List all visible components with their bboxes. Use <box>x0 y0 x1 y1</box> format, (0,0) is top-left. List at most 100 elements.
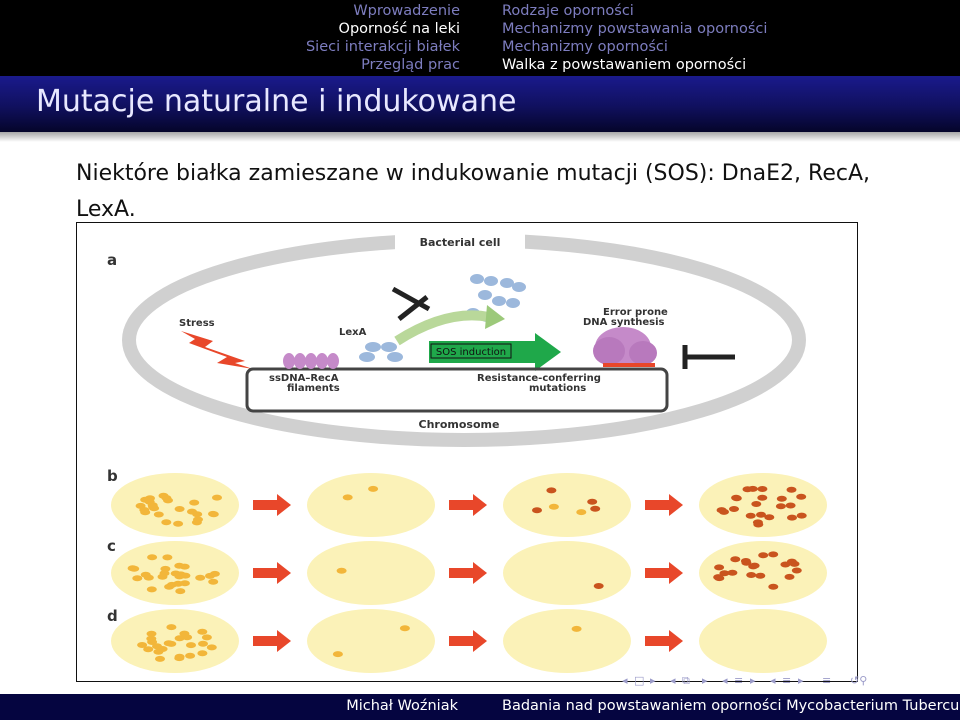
colony <box>186 642 196 649</box>
colony <box>162 554 173 561</box>
colony <box>368 485 379 492</box>
nav-next-frame-icon[interactable]: ▸ <box>702 674 708 687</box>
colony <box>143 574 154 581</box>
colony <box>768 583 779 590</box>
nav-next-slide-icon[interactable]: ▸ <box>650 674 656 687</box>
nav-subsection-mechanizmy[interactable]: Mechanizmy oporności <box>502 39 668 55</box>
nav-prev-slide-icon[interactable]: ◂ <box>622 674 628 687</box>
panel-label-a: a <box>107 251 117 269</box>
petri-plate <box>111 609 239 673</box>
beamer-navigation-symbols: ◂ □ ▸ ◂ ⧉ ▸ ◂ ≡ ▸ ◂ ≡ ▸ ≡ ↺⚲ <box>622 674 958 688</box>
nav-next-section-icon[interactable]: ▸ <box>798 674 804 687</box>
inhibition-mark-right <box>682 345 735 369</box>
subsection-list: Rodzaje oporności Mechanizmy powstawania… <box>502 2 767 74</box>
nav-section-opornosc[interactable]: Oporność na leki <box>338 21 460 37</box>
transfer-arrow <box>253 568 277 578</box>
colony <box>198 640 208 647</box>
colony <box>163 640 174 647</box>
colony <box>593 583 604 589</box>
colony <box>175 588 186 595</box>
colony <box>730 556 741 563</box>
colony <box>747 485 758 492</box>
transfer-arrow-head <box>277 630 291 652</box>
nav-subsection-rodzaje[interactable]: Rodzaje oporności <box>502 3 634 19</box>
petri-plate <box>503 541 631 605</box>
sos-arrow-head <box>535 333 561 371</box>
colony <box>208 511 219 518</box>
colony <box>170 570 181 577</box>
stress-label: Stress <box>179 318 215 329</box>
nav-section-wprowadzenie[interactable]: Wprowadzenie <box>353 3 460 19</box>
nav-prev-frame-icon[interactable]: ◂ <box>670 674 676 687</box>
transfer-arrow-head <box>669 494 683 516</box>
lexa-bound-repressor <box>359 342 403 362</box>
colony <box>749 562 760 569</box>
nav-frame-icon[interactable]: ⧉ <box>682 674 690 687</box>
transfer-arrow <box>449 568 473 578</box>
nav-section-przeglad[interactable]: Przegląd prac <box>361 57 460 73</box>
transfer-arrow-head <box>277 562 291 584</box>
petri-plate <box>699 541 827 605</box>
nav-section-sieci[interactable]: Sieci interakcji białek <box>305 39 460 55</box>
colony <box>146 630 157 637</box>
recA-filament <box>283 353 339 369</box>
nav-align-icon[interactable]: ≡ <box>822 674 832 687</box>
nav-next-subsection-icon[interactable]: ▸ <box>750 674 756 687</box>
colony <box>336 567 347 574</box>
panel-label-c: c <box>107 537 116 555</box>
colony <box>132 575 143 582</box>
error-prone-label-1: Error prone <box>603 307 668 318</box>
colony <box>208 578 219 585</box>
footer-right: Badania nad powstawaniem oporności Mycob… <box>480 694 960 720</box>
nav-subsection-walka[interactable]: Walka z powstawaniem oporności <box>502 57 747 73</box>
plate-rows <box>111 473 827 673</box>
colony <box>731 494 742 501</box>
transfer-arrow-head <box>277 494 291 516</box>
nav-search-icon[interactable]: ↺⚲ <box>850 674 868 687</box>
nav-subsection-mechanizmy-powstawania[interactable]: Mechanizmy powstawania oporności <box>502 21 768 37</box>
colony <box>399 625 410 632</box>
colony <box>158 492 169 499</box>
petri-plate <box>503 609 631 673</box>
frame-title-bar: Mutacje naturalne i indukowane <box>0 76 960 132</box>
sos-induction-label: SOS induction <box>436 347 506 358</box>
colony <box>729 506 739 512</box>
colony <box>127 565 138 572</box>
colony <box>796 493 807 500</box>
colony <box>590 505 601 512</box>
nav-section-icon[interactable]: ≡ <box>782 674 792 687</box>
colony <box>155 655 165 662</box>
colony <box>757 494 768 501</box>
colony <box>786 558 797 565</box>
colony <box>784 573 795 580</box>
transfer-arrow-head <box>473 494 487 516</box>
lexa-label: LexA <box>339 327 367 338</box>
ssdna-reca-label-2: filaments <box>287 383 340 394</box>
nav-prev-section-icon[interactable]: ◂ <box>770 674 776 687</box>
nav-subsection-icon[interactable]: ≡ <box>734 674 744 687</box>
title-shadow <box>0 132 960 142</box>
colony <box>786 486 797 493</box>
resistance-label-2: mutations <box>529 383 586 394</box>
footer-author: Michał Woźniak <box>346 698 458 714</box>
colony <box>206 644 217 651</box>
panel-label-b: b <box>107 467 118 485</box>
nav-slide-icon[interactable]: □ <box>634 674 645 687</box>
nav-prev-subsection-icon[interactable]: ◂ <box>722 674 728 687</box>
colony <box>768 551 779 558</box>
colony <box>796 512 807 519</box>
colony <box>785 502 796 509</box>
transfer-arrow-head <box>473 562 487 584</box>
footer-left: Michał Woźniak <box>0 694 480 720</box>
stress-lightning-icon <box>181 331 253 369</box>
colony <box>197 650 208 657</box>
colony <box>185 652 196 659</box>
colony <box>745 512 756 519</box>
colony <box>174 506 185 512</box>
panel-label-d: d <box>107 607 118 625</box>
colony <box>571 625 582 632</box>
colony <box>157 646 168 652</box>
colony <box>182 634 193 641</box>
transfer-arrow <box>645 636 669 646</box>
colony <box>713 574 724 581</box>
